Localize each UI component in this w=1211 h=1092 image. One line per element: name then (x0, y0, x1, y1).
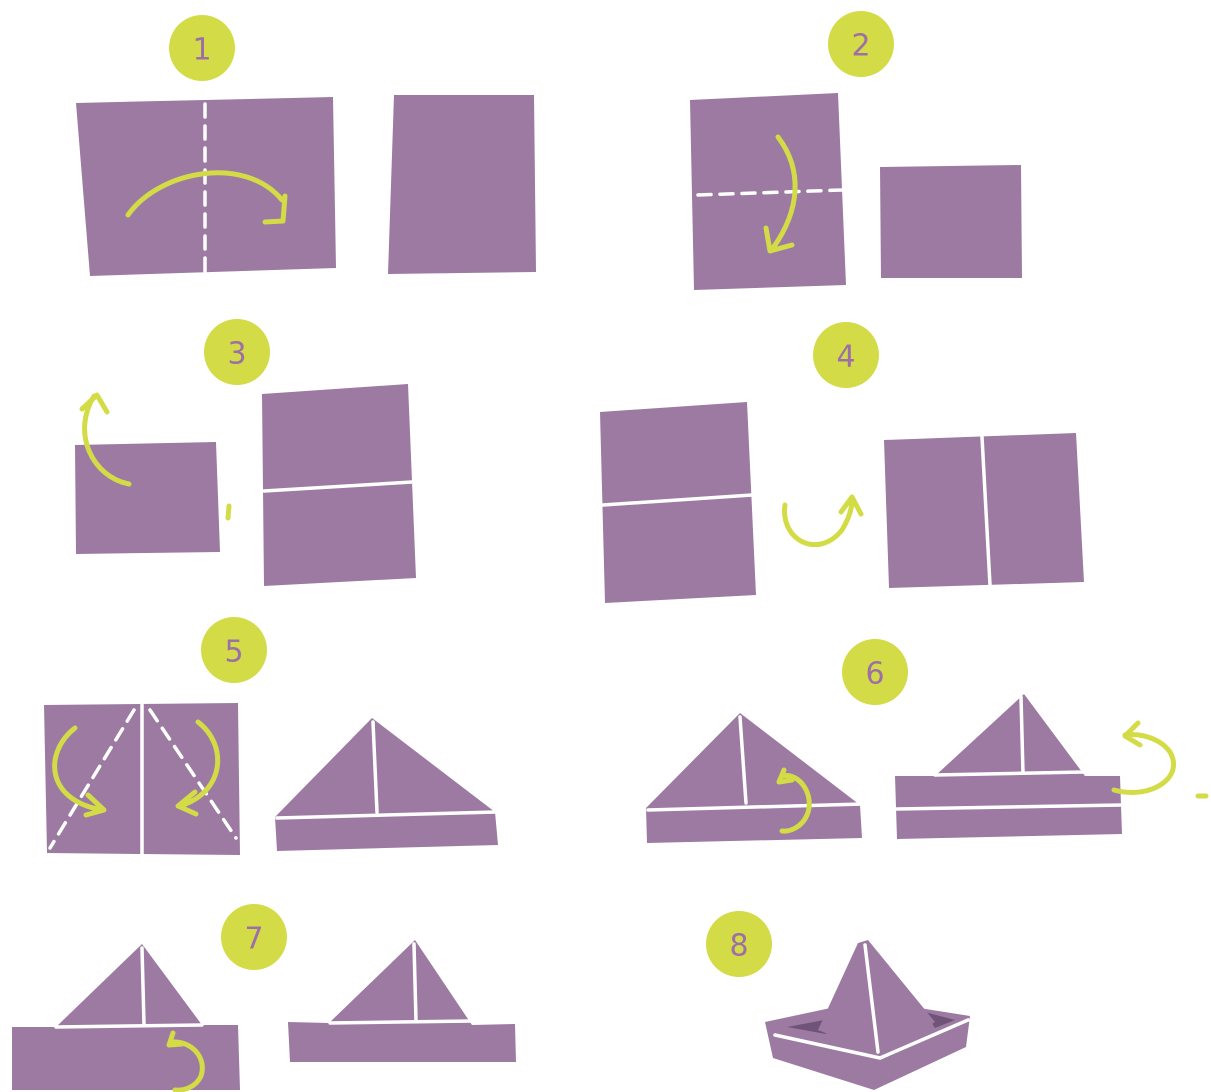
step-number: 2 (851, 29, 870, 64)
fold-back-arrow-icon (1114, 723, 1174, 792)
brim-crease (330, 1021, 472, 1023)
step-badge-4: 4 (813, 322, 879, 388)
step-1: 1 (76, 15, 536, 276)
step-6: 6 (646, 639, 1206, 843)
step-badge-1: 1 (169, 15, 235, 81)
step-number: 7 (244, 922, 263, 957)
folded-boat-shape (895, 694, 1122, 839)
step-number: 8 (729, 929, 748, 964)
step-badge-7: 7 (221, 904, 287, 970)
step-5: 5 (44, 617, 498, 855)
step-4: 4 (600, 322, 1084, 603)
step-badge-2: 2 (828, 11, 894, 77)
vertical-crease (1021, 697, 1023, 773)
arrow-tip-mark (228, 506, 229, 518)
step-number: 1 (192, 33, 211, 68)
folded-square (75, 442, 220, 554)
step-number: 4 (836, 340, 855, 375)
step-badge-6: 6 (842, 639, 908, 705)
brim-crease (56, 1025, 202, 1027)
folded-triangle (275, 718, 498, 851)
step-8: 8 (706, 911, 970, 1090)
step-number: 6 (865, 657, 884, 692)
step-number: 5 (224, 635, 243, 670)
rotate-arrow-icon (785, 497, 861, 545)
step-badge-3: 3 (204, 319, 270, 385)
vertical-crease (414, 944, 416, 1021)
step-7: 7 (12, 904, 516, 1090)
vertical-crease (142, 948, 144, 1024)
folded-triangle (646, 713, 862, 843)
step-badge-8: 8 (706, 911, 772, 977)
folded-paper (388, 95, 536, 274)
step-number: 3 (227, 337, 246, 372)
folded-boat-shape (12, 944, 240, 1090)
folded-square (880, 165, 1022, 278)
step-badge-5: 5 (201, 617, 267, 683)
step-2: 2 (690, 11, 1022, 290)
boat-shape (288, 940, 516, 1062)
step-3: 3 (75, 319, 416, 586)
